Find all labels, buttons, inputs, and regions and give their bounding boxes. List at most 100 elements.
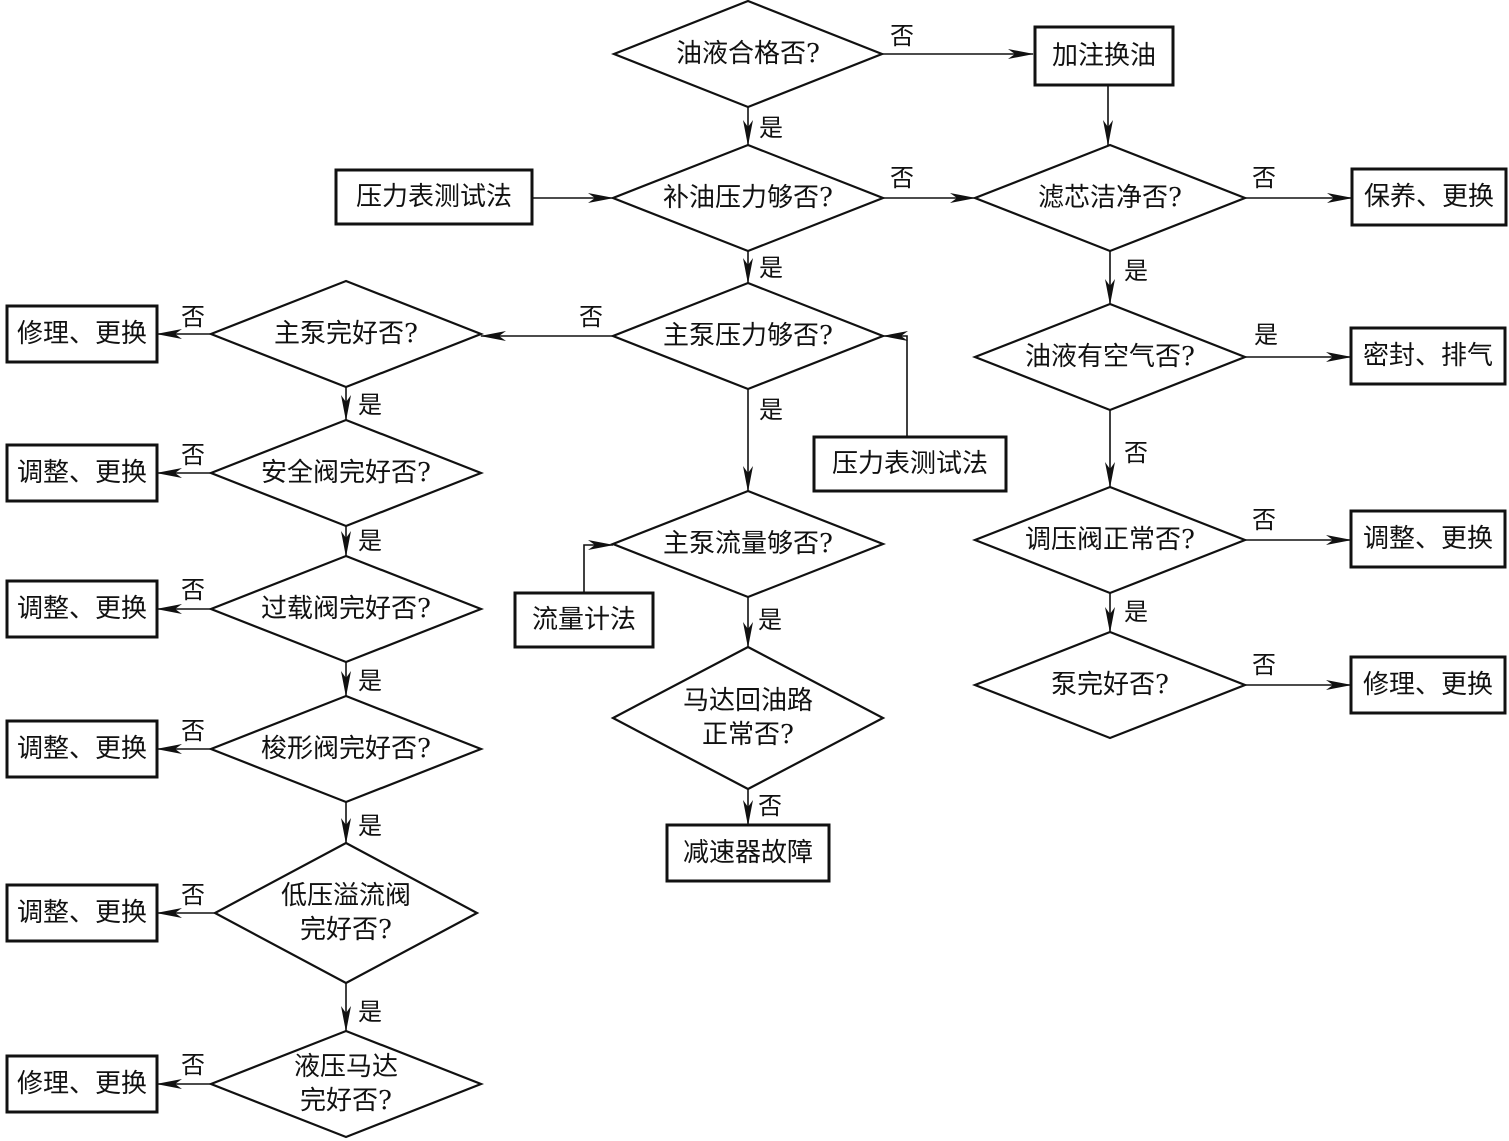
action-box-shape xyxy=(812,435,1008,493)
decision-q-mainpres: 主泵压力够否? xyxy=(609,281,887,391)
edge-label-q_regulator-to-a_adjust2: 否 xyxy=(1252,506,1276,534)
decision-q-shuttle: 梭形阀完好否? xyxy=(207,694,485,804)
node-text: 调整、更换 xyxy=(17,734,147,764)
action-box-shape xyxy=(1033,25,1175,87)
action-a-adjust2: 调整、更换 xyxy=(1349,509,1507,569)
decision-diamond-shape xyxy=(609,281,887,391)
decision-q-pump: 泵完好否? xyxy=(971,630,1249,740)
node-text: 主泵流量够否? xyxy=(663,529,833,559)
node-text: 调压阀正常否? xyxy=(1025,525,1195,555)
edge-label-q_lowrelief-to-a_adjust5: 否 xyxy=(181,881,205,909)
edge-label-q_air-to-q_regulator: 否 xyxy=(1124,439,1148,467)
edge-label-q_safety-to-a_adjust1: 否 xyxy=(181,441,205,469)
edges-layer xyxy=(156,49,1353,1089)
edge-label-q_overload-to-a_adjust3: 否 xyxy=(181,576,205,604)
node-text: 正常否? xyxy=(702,720,794,750)
decision-diamond-shape xyxy=(971,630,1249,740)
node-text: 泵完好否? xyxy=(1051,670,1169,700)
node-text: 安全阀完好否? xyxy=(261,458,431,488)
decision-diamond-shape xyxy=(610,645,886,791)
decision-q-safety: 安全阀完好否? xyxy=(207,418,485,528)
decision-q-filter: 滤芯洁净否? xyxy=(971,143,1249,253)
edge-label-q_mainpump-to-a_repair1: 否 xyxy=(181,303,205,331)
action-a-maintain: 保养、更换 xyxy=(1350,167,1508,227)
node-text: 调整、更换 xyxy=(17,594,147,624)
edge-label-q_filter-to-a_maintain: 否 xyxy=(1252,164,1276,192)
node-text: 完好否? xyxy=(300,915,392,945)
decision-q-flow: 主泵流量够否? xyxy=(609,489,887,599)
node-text: 压力表测试法 xyxy=(832,449,988,479)
edge-a_gauge2-to-q_mainpres xyxy=(882,331,908,437)
action-box-shape xyxy=(665,823,831,883)
action-a-reducer: 减速器故障 xyxy=(665,823,831,883)
edge-label-q_shuttle-to-q_lowrelief: 是 xyxy=(358,812,382,840)
edge-label-q_oil-to-q_charge: 是 xyxy=(759,114,783,142)
action-box-shape xyxy=(1350,167,1508,227)
decision-q-mainpump: 主泵完好否? xyxy=(207,279,485,389)
decision-q-regulator: 调压阀正常否? xyxy=(971,485,1249,595)
edge-label-q_flow-to-q_return: 是 xyxy=(758,606,782,634)
node-text: 油液有空气否? xyxy=(1025,342,1195,372)
action-box-shape xyxy=(1349,509,1507,569)
action-a-gauge1: 压力表测试法 xyxy=(334,168,534,226)
node-text: 调整、更换 xyxy=(17,458,147,488)
node-text: 压力表测试法 xyxy=(356,182,512,212)
decision-diamond-shape xyxy=(609,489,887,599)
node-text: 马达回油路 xyxy=(683,686,813,716)
action-a-repair2: 修理、更换 xyxy=(1349,655,1507,715)
decision-diamond-shape xyxy=(207,1029,485,1139)
action-a-seal: 密封、排气 xyxy=(1349,326,1507,386)
node-text: 修理、更换 xyxy=(17,319,147,349)
decision-q-charge: 补油压力够否? xyxy=(609,143,887,253)
edge-label-q_regulator-to-q_pump: 是 xyxy=(1124,598,1148,626)
node-text: 加注换油 xyxy=(1052,41,1156,71)
decision-diamond-shape xyxy=(971,485,1249,595)
node-text: 滤芯洁净否? xyxy=(1038,183,1182,213)
edge-label-q_overload-to-q_shuttle: 是 xyxy=(358,667,382,695)
action-box-shape xyxy=(1349,326,1507,386)
node-text: 减速器故障 xyxy=(683,838,813,868)
action-a-adjust5: 调整、更换 xyxy=(5,883,159,943)
decision-diamond-shape xyxy=(207,694,485,804)
node-text: 流量计法 xyxy=(532,605,636,635)
node-text: 主泵完好否? xyxy=(274,319,418,349)
decision-diamond-shape xyxy=(207,279,485,389)
action-a-adjust1: 调整、更换 xyxy=(5,443,159,503)
decision-q-air: 油液有空气否? xyxy=(971,302,1249,412)
edge-label-q_filter-to-q_air: 是 xyxy=(1124,257,1148,285)
node-text: 液压马达 xyxy=(294,1052,398,1082)
edge-label-q_return-to-a_reducer: 否 xyxy=(758,792,782,820)
decision-diamond-shape xyxy=(207,554,485,664)
edge-label-q_shuttle-to-a_adjust4: 否 xyxy=(181,717,205,745)
action-box-shape xyxy=(334,168,534,226)
action-a-refill: 加注换油 xyxy=(1033,25,1175,87)
node-text: 完好否? xyxy=(300,1086,392,1116)
edge-label-q_air-to-a_seal: 是 xyxy=(1254,321,1278,349)
action-a-repair3: 修理、更换 xyxy=(5,1054,159,1114)
node-text: 主泵压力够否? xyxy=(663,321,833,351)
edge-a_flowmeter-to-q_flow xyxy=(583,540,614,593)
node-text: 密封、排气 xyxy=(1363,341,1493,371)
action-a-flowmeter: 流量计法 xyxy=(513,591,655,649)
edge-label-q_charge-to-q_mainpres: 是 xyxy=(759,254,783,282)
edge-label-q_charge-to-q_filter: 否 xyxy=(890,164,914,192)
edge-label-q_mainpres-to-q_mainpump: 否 xyxy=(579,303,603,331)
action-a-adjust3: 调整、更换 xyxy=(5,579,159,639)
decision-q-oil: 油液合格否? xyxy=(611,0,885,109)
node-text: 保养、更换 xyxy=(1364,182,1494,212)
node-text: 过载阀完好否? xyxy=(261,594,431,624)
node-text: 调整、更换 xyxy=(1363,524,1493,554)
edge-label-q_safety-to-q_overload: 是 xyxy=(358,527,382,555)
action-a-gauge2: 压力表测试法 xyxy=(812,435,1008,493)
node-text: 油液合格否? xyxy=(676,39,820,69)
action-box-shape xyxy=(5,579,159,639)
node-text: 梭形阀完好否? xyxy=(261,734,431,764)
action-box-shape xyxy=(5,719,159,779)
edge-label-q_motor-to-a_repair3: 否 xyxy=(181,1051,205,1079)
action-a-adjust4: 调整、更换 xyxy=(5,719,159,779)
edge-label-q_lowrelief-to-q_motor: 是 xyxy=(358,998,382,1026)
decision-diamond-shape xyxy=(609,143,887,253)
